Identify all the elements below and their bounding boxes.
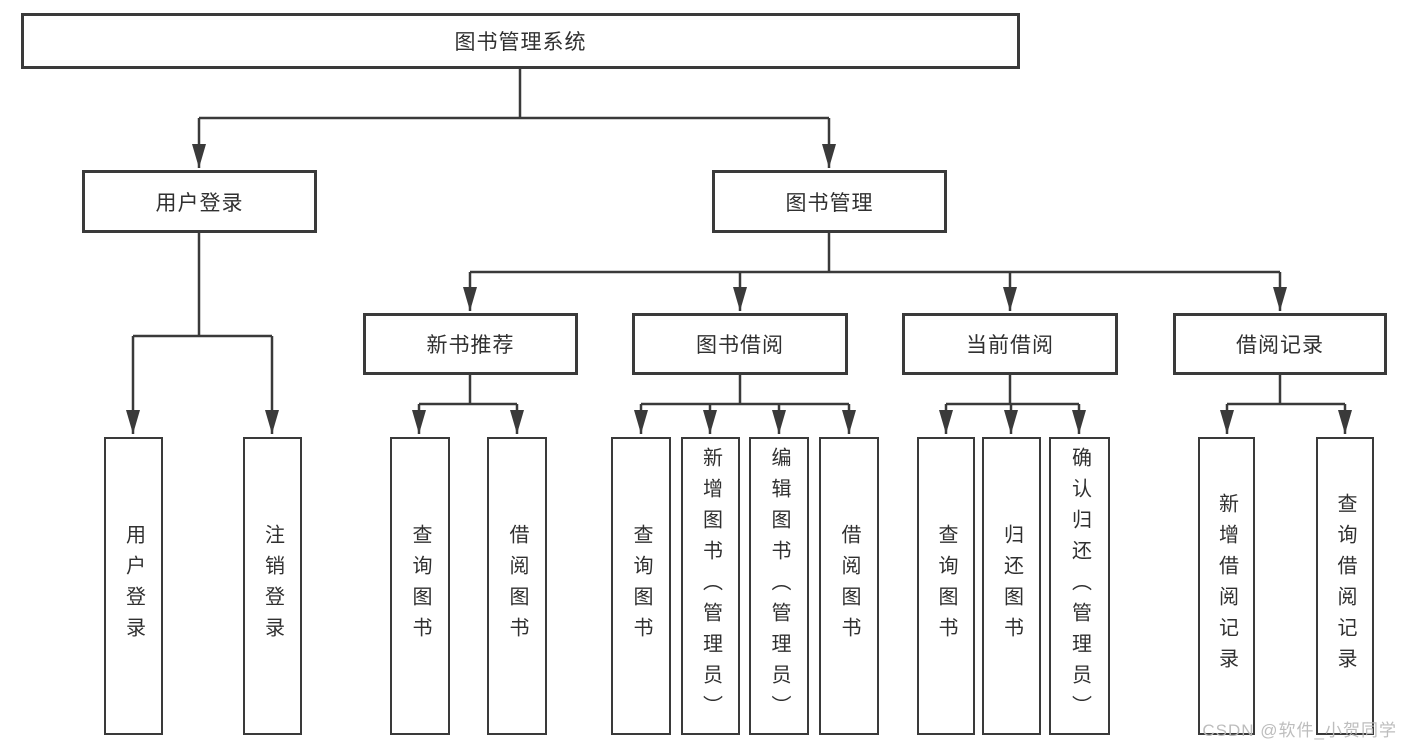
leaf-logout-label: 注销登录 [261, 524, 284, 648]
leaf-add-borrow-record: 新增借阅记录 [1198, 437, 1255, 735]
branch-lines [133, 69, 1345, 406]
leaf-borrow-book-recommend-label: 借阅图书 [506, 524, 528, 648]
node-new-book-recommend-label: 新书推荐 [426, 334, 515, 357]
node-root: 图书管理系统 [21, 13, 1020, 69]
leaf-add-borrow-record-label: 新增借阅记录 [1215, 493, 1238, 679]
node-book-management-label: 图书管理 [785, 191, 874, 215]
leaf-query-book-current-label: 查询图书 [935, 524, 957, 648]
node-book-borrow-label: 图书借阅 [696, 334, 784, 357]
node-current-borrow-label: 当前借阅 [966, 334, 1054, 357]
leaf-add-book-admin: 新增图书（管理员） [681, 437, 740, 735]
leaf-user-login-label: 用户登录 [122, 524, 145, 648]
leaf-add-book-admin-label: 新增图书（管理员） [699, 446, 722, 726]
leaf-query-borrow-record-label: 查询借阅记录 [1334, 493, 1356, 679]
leaf-confirm-return-admin: 确认归还（管理员） [1049, 437, 1110, 735]
watermark: CSDN @软件_小贺同学 [1202, 721, 1397, 740]
leaf-query-borrow-record: 查询借阅记录 [1316, 437, 1374, 735]
leaf-return-book-label: 归还图书 [1000, 524, 1023, 648]
leaf-query-book-current: 查询图书 [917, 437, 975, 735]
leaf-query-book-recommend-label: 查询图书 [409, 524, 431, 648]
node-user-login-label: 用户登录 [155, 191, 244, 215]
node-book-borrow: 图书借阅 [632, 313, 848, 375]
node-user-login: 用户登录 [82, 170, 317, 233]
leaf-borrow-book-borrow: 借阅图书 [819, 437, 879, 735]
leaf-confirm-return-admin-label: 确认归还（管理员） [1068, 446, 1091, 726]
node-borrow-records: 借阅记录 [1173, 313, 1387, 375]
leaf-query-book-borrow-label: 查询图书 [630, 524, 652, 648]
leaf-query-book-borrow: 查询图书 [611, 437, 671, 735]
node-book-management: 图书管理 [712, 170, 947, 233]
leaf-logout: 注销登录 [243, 437, 302, 735]
leaf-edit-book-admin: 编辑图书（管理员） [749, 437, 809, 735]
leaf-edit-book-admin-label: 编辑图书（管理员） [768, 446, 790, 726]
leaf-borrow-book-borrow-label: 借阅图书 [838, 524, 860, 648]
node-root-label: 图书管理系统 [454, 31, 587, 54]
node-current-borrow: 当前借阅 [902, 313, 1118, 375]
leaf-borrow-book-recommend: 借阅图书 [487, 437, 547, 735]
leaf-return-book: 归还图书 [982, 437, 1041, 735]
leaf-query-book-recommend: 查询图书 [390, 437, 450, 735]
node-borrow-records-label: 借阅记录 [1236, 334, 1324, 357]
node-new-book-recommend: 新书推荐 [363, 313, 578, 375]
leaf-user-login: 用户登录 [104, 437, 163, 735]
